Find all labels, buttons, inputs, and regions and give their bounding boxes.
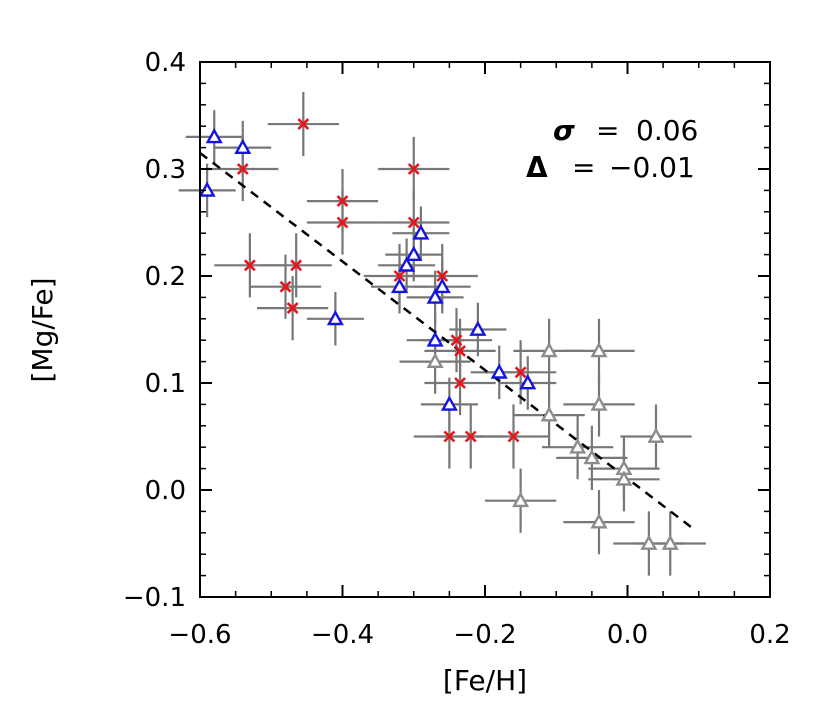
delta-symbol: Δ [526,151,548,184]
triangle-marker [569,438,587,454]
sigma-annotation: σ = 0.06 [553,114,698,147]
delta-annotation: Δ = −0.01 [526,151,695,184]
y-tick-label: 0.2 [145,262,186,292]
y-tick-label: 0.3 [145,155,186,185]
triangle-marker [426,331,444,347]
markers-layer [198,118,679,550]
sigma-symbol: σ [553,114,575,147]
cross-marker [243,259,256,272]
triangle-marker [519,374,537,390]
triangle-marker [590,341,608,358]
y-ticks-layer: −0.1 0.0 0.1 0.2 0.3 0.4 [123,48,770,613]
cross-marker [454,344,466,357]
x-axis-label: [Fe/H] [443,664,527,697]
triangle-marker [426,352,444,368]
sigma-value: 0.06 [636,114,698,147]
cross-marker [393,270,406,282]
triangle-marker [433,277,451,294]
triangle-marker [540,406,558,422]
cross-marker [286,302,299,315]
delta-value: −0.01 [609,151,695,184]
triangle-marker [234,138,252,154]
cross-marker [514,366,527,379]
delta-equals: = [572,151,595,184]
triangle-marker [426,288,444,304]
triangle-marker [398,256,416,272]
triangle-marker [405,245,423,261]
triangle-marker [590,513,608,529]
x-tick-label: 0.2 [749,620,790,650]
fit-line [199,151,693,529]
cross-marker [464,430,477,443]
cross-marker [236,163,249,175]
cross-marker [407,163,420,175]
triangle-marker [590,395,608,411]
cross-marker [436,270,449,282]
triangle-marker [615,470,633,486]
cross-marker [407,216,420,229]
cross-marker [443,430,456,443]
cross-marker [279,280,292,293]
cross-marker [290,259,303,272]
x-tick-label: −0.4 [311,620,374,650]
y-tick-label: 0.1 [145,369,186,399]
triangle-marker [469,320,487,336]
cross-marker [336,195,349,208]
x-tick-label: −0.2 [453,620,516,650]
cross-marker [507,430,520,443]
triangle-marker [540,341,558,358]
triangle-marker [205,127,223,144]
triangle-marker [583,448,601,465]
cross-marker [454,377,466,389]
cross-marker [297,118,310,130]
triangle-marker [512,491,530,508]
x-tick-label: 0.0 [607,620,648,650]
y-tick-label: −0.1 [123,583,186,613]
triangle-marker [440,395,458,411]
y-tick-label: 0.0 [145,476,186,506]
triangle-marker [640,534,658,550]
triangle-marker [326,309,344,326]
y-axis-label: [Mg/Fe] [26,277,59,382]
y-tick-label: 0.4 [145,48,186,78]
triangle-marker [647,427,665,443]
triangle-marker [390,277,409,294]
x-tick-label: −0.6 [168,620,231,650]
cross-marker [336,216,349,229]
x-ticks-layer: −0.6 −0.4 −0.2 0.0 0.2 [168,62,791,650]
triangle-marker [412,224,430,240]
cross-marker [450,334,463,347]
triangle-marker [661,534,679,550]
triangle-marker [490,363,508,379]
sigma-equals: = [596,114,619,147]
